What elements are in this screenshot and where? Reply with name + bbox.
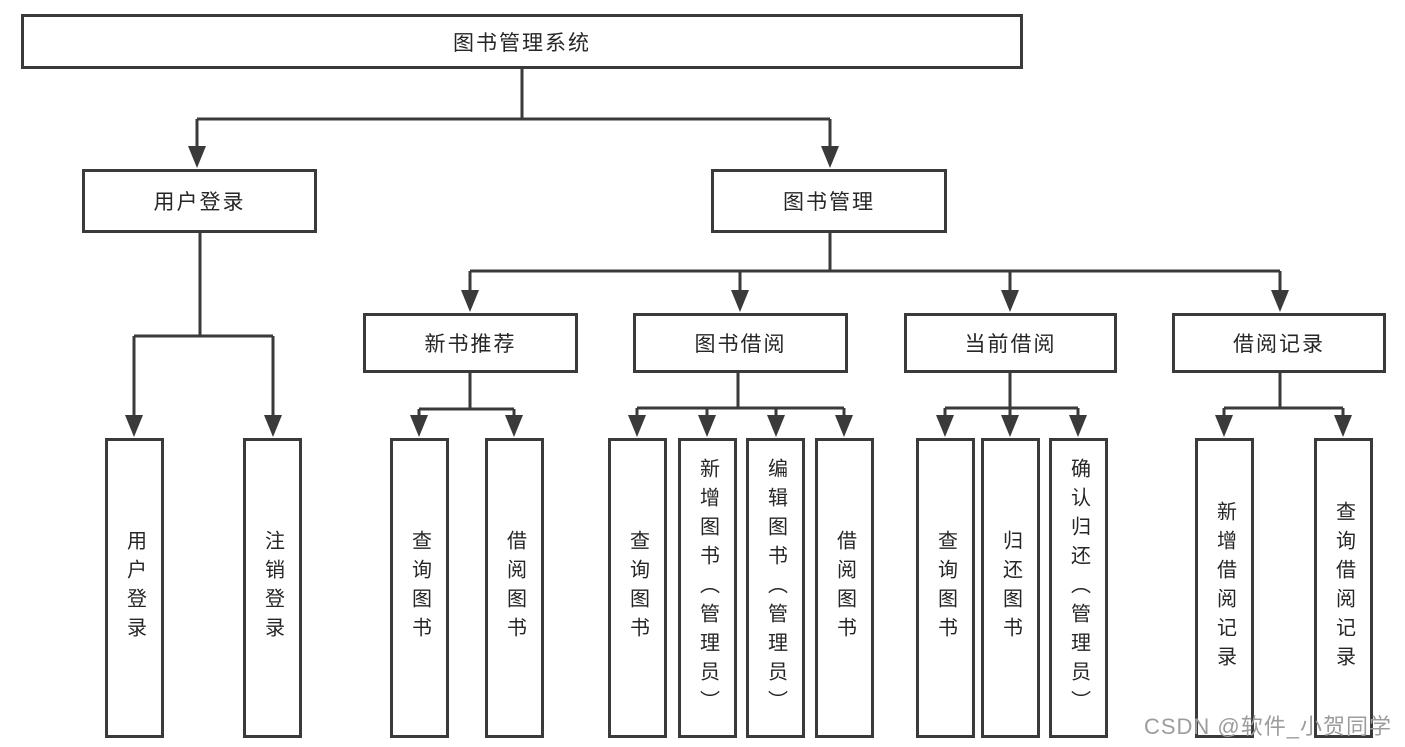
node-label: 用户登录	[153, 191, 246, 214]
leaf-label: 注销登录	[261, 530, 284, 646]
node-user-login: 用户登录	[82, 169, 317, 233]
leaf-label: 编辑图书（管理员）	[764, 457, 787, 719]
node-label: 图书管理	[783, 191, 875, 214]
leaf-add-borrow-record: 新增借阅记录	[1195, 438, 1254, 738]
leaf-return-books: 归还图书	[981, 438, 1040, 738]
leaf-label: 借阅图书	[833, 530, 856, 646]
leaf-edit-books-admin: 编辑图书（管理员）	[746, 438, 805, 738]
node-label: 图书管理系统	[453, 31, 591, 55]
leaf-borrow-books: 借阅图书	[815, 438, 874, 738]
node-label: 当前借阅	[964, 333, 1057, 356]
leaf-label: 确认归还（管理员）	[1067, 457, 1090, 719]
node-borrow-records: 借阅记录	[1172, 313, 1386, 373]
leaf-query-borrow-record: 查询借阅记录	[1314, 438, 1373, 738]
leaf-label: 查询图书	[934, 530, 957, 646]
leaf-query-books-recommend: 查询图书	[390, 438, 449, 738]
leaf-label: 用户登录	[123, 530, 146, 646]
leaf-query-books-borrowing: 查询图书	[608, 438, 667, 738]
node-current-borrowing: 当前借阅	[904, 313, 1117, 373]
node-label: 新书推荐	[424, 333, 517, 356]
leaf-query-books-current: 查询图书	[916, 438, 975, 738]
leaf-label: 查询借阅记录	[1332, 501, 1355, 675]
leaf-logout: 注销登录	[243, 438, 302, 738]
leaf-label: 归还图书	[999, 530, 1022, 646]
node-label: 借阅记录	[1233, 333, 1325, 356]
leaf-label: 借阅图书	[503, 530, 526, 646]
leaf-confirm-return-admin: 确认归还（管理员）	[1049, 438, 1108, 738]
leaf-label: 新增借阅记录	[1213, 501, 1236, 675]
node-label: 图书借阅	[694, 333, 787, 356]
leaf-label: 查询图书	[626, 530, 649, 646]
leaf-user-login: 用户登录	[105, 438, 164, 738]
node-library-system-root: 图书管理系统	[21, 14, 1023, 69]
node-book-borrowing: 图书借阅	[633, 313, 848, 373]
leaf-label: 新增图书（管理员）	[696, 457, 719, 719]
node-book-management: 图书管理	[711, 169, 947, 233]
csdn-watermark: CSDN @软件_小贺同学	[1143, 714, 1392, 739]
leaf-label: 查询图书	[408, 530, 431, 646]
leaf-borrow-books-recommend: 借阅图书	[485, 438, 544, 738]
node-new-book-recommend: 新书推荐	[363, 313, 578, 373]
leaf-add-books-admin: 新增图书（管理员）	[678, 438, 737, 738]
